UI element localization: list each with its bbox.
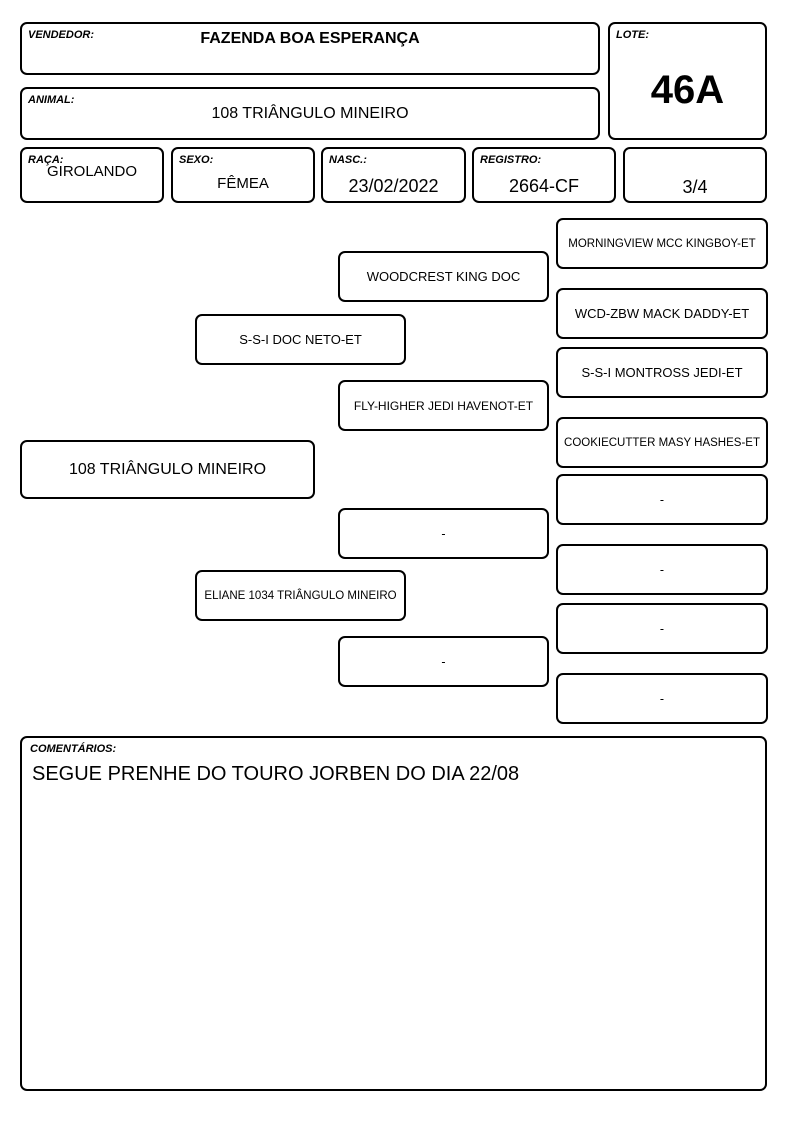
- animal-label: ANIMAL:: [28, 94, 75, 106]
- raca-label: RAÇA:: [28, 154, 64, 166]
- vendedor-label: VENDEDOR:: [28, 29, 95, 41]
- grau-value: 3/4: [682, 177, 708, 197]
- pedigree-dam-sire: -: [338, 508, 549, 559]
- pedigree-dam-dam: -: [338, 636, 549, 687]
- sexo-label: SEXO:: [179, 154, 214, 166]
- vendedor-value: FAZENDA BOA ESPERANÇA: [200, 30, 420, 47]
- pedigree-sire: S-S-I DOC NETO-ET: [195, 314, 406, 365]
- raca-value: GIROLANDO: [46, 163, 137, 180]
- pedigree-gg-7: -: [556, 603, 768, 654]
- registro-value: 2664-CF: [508, 176, 580, 196]
- sexo-box: SEXO: FÊMEA: [171, 147, 315, 203]
- lote-value: 46A: [650, 68, 725, 112]
- raca-box: RAÇA: GIROLANDO: [20, 147, 164, 203]
- pedigree-gg-1: MORNINGVIEW MCC KINGBOY-ET: [556, 218, 768, 269]
- nasc-box: NASC.: 23/02/2022: [321, 147, 466, 203]
- pedigree-dam: ELIANE 1034 TRIÂNGULO MINEIRO: [195, 570, 406, 621]
- pedigree-gg-4: COOKIECUTTER MASY HASHES-ET: [556, 417, 768, 468]
- registro-box: REGISTRO: 2664-CF: [472, 147, 616, 203]
- pedigree-gg-5: -: [556, 474, 768, 525]
- grau-box: 3/4: [623, 147, 767, 203]
- animal-value: 108 TRIÂNGULO MINEIRO: [211, 105, 409, 122]
- pedigree-gg-2: WCD-ZBW MACK DADDY-ET: [556, 288, 768, 339]
- comments-label: COMENTÁRIOS:: [30, 743, 117, 755]
- pedigree-gg-8: -: [556, 673, 768, 724]
- pedigree-animal: 108 TRIÂNGULO MINEIRO: [20, 440, 315, 499]
- comments-text: SEGUE PRENHE DO TOURO JORBEN DO DIA 22/0…: [32, 763, 520, 785]
- sexo-value: FÊMEA: [217, 175, 269, 192]
- registro-label: REGISTRO:: [480, 154, 542, 166]
- lote-label: LOTE:: [616, 29, 649, 41]
- lote-box: LOTE: 46A: [608, 22, 767, 140]
- vendedor-box: VENDEDOR: FAZENDA BOA ESPERANÇA: [20, 22, 600, 75]
- nasc-label: NASC.:: [329, 154, 367, 166]
- pedigree-gg-6: -: [556, 544, 768, 595]
- animal-box: ANIMAL: 108 TRIÂNGULO MINEIRO: [20, 87, 600, 140]
- pedigree-gg-3: S-S-I MONTROSS JEDI-ET: [556, 347, 768, 398]
- pedigree-sire-dam: FLY-HIGHER JEDI HAVENOT-ET: [338, 380, 549, 431]
- pedigree-sire-sire: WOODCREST KING DOC: [338, 251, 549, 302]
- comments-box: COMENTÁRIOS: SEGUE PRENHE DO TOURO JORBE…: [20, 736, 767, 1091]
- nasc-value: 23/02/2022: [348, 176, 439, 196]
